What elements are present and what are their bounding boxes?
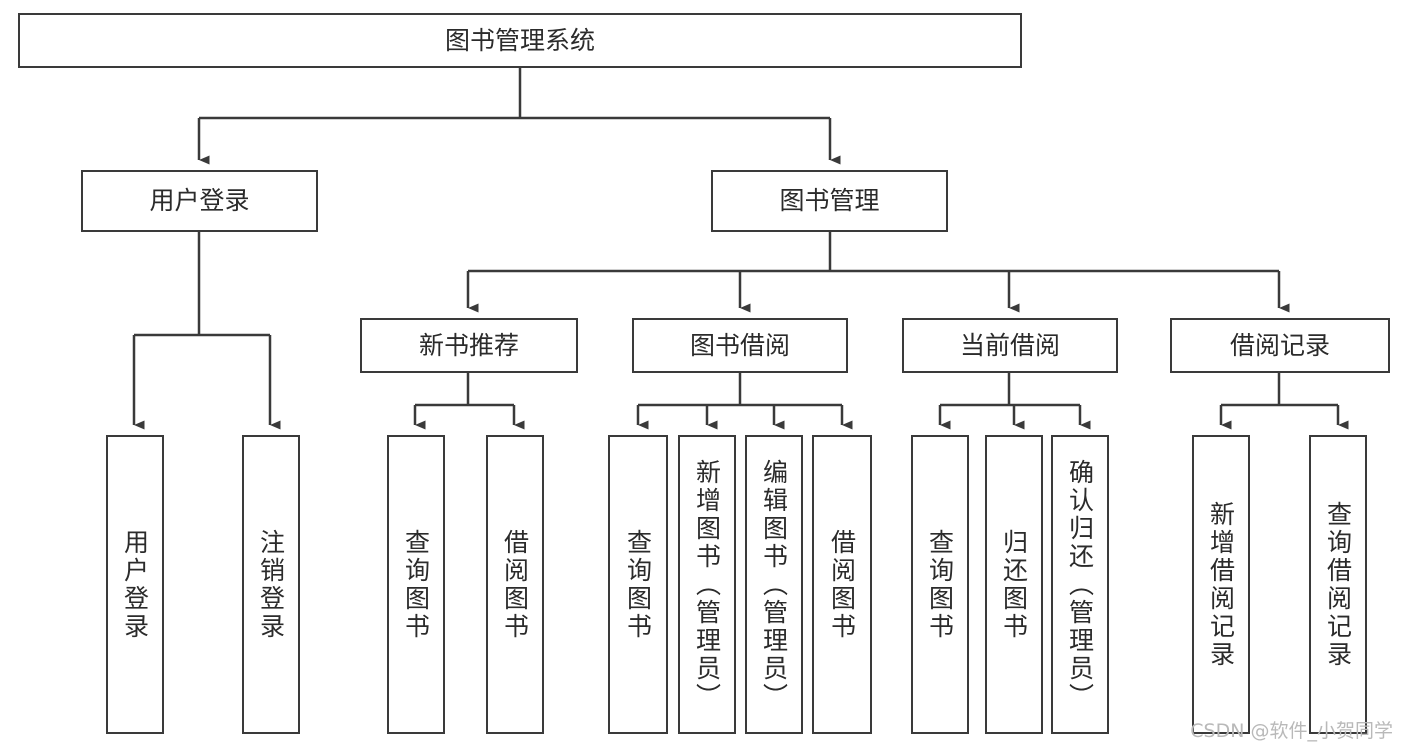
node-book-borrow-label: 图书借阅	[689, 330, 790, 360]
node-root[interactable]: 图书管理系统	[18, 13, 1022, 68]
node-leaf-query-book-borrow-label: 查询图书	[623, 528, 653, 641]
node-leaf-logout[interactable]: 注销登录	[242, 435, 300, 734]
node-borrow-record[interactable]: 借阅记录	[1170, 318, 1390, 373]
node-new-book-recommend[interactable]: 新书推荐	[360, 318, 578, 373]
node-leaf-borrow-book-newbook-label: 借阅图书	[500, 528, 530, 641]
node-leaf-confirm-return-admin[interactable]: 确认归还（管理员）	[1051, 435, 1109, 734]
node-leaf-query-book-borrow[interactable]: 查询图书	[608, 435, 668, 734]
node-leaf-borrow-book-label: 借阅图书	[827, 528, 857, 641]
node-root-label: 图书管理系统	[444, 25, 595, 55]
node-borrow-record-label: 借阅记录	[1229, 330, 1330, 360]
node-book-management-label: 图书管理	[779, 186, 880, 216]
node-leaf-query-book-newbook[interactable]: 查询图书	[387, 435, 445, 734]
node-leaf-confirm-return-admin-label: 确认归还（管理员）	[1065, 458, 1095, 711]
node-leaf-query-book-current-label: 查询图书	[925, 528, 955, 641]
node-leaf-query-borrow-record[interactable]: 查询借阅记录	[1309, 435, 1367, 734]
node-leaf-user-login-label: 用户登录	[120, 528, 150, 641]
node-leaf-edit-book-admin-label: 编辑图书（管理员）	[759, 458, 789, 711]
node-book-management[interactable]: 图书管理	[711, 170, 948, 232]
node-leaf-add-borrow-record[interactable]: 新增借阅记录	[1192, 435, 1250, 734]
node-new-book-recommend-label: 新书推荐	[418, 330, 519, 360]
node-current-borrow[interactable]: 当前借阅	[902, 318, 1118, 373]
node-leaf-borrow-book-newbook[interactable]: 借阅图书	[486, 435, 544, 734]
node-book-borrow[interactable]: 图书借阅	[632, 318, 848, 373]
node-leaf-add-book-admin-label: 新增图书（管理员）	[692, 458, 722, 711]
node-leaf-return-book[interactable]: 归还图书	[985, 435, 1043, 734]
node-leaf-query-book-newbook-label: 查询图书	[401, 528, 431, 641]
node-leaf-add-book-admin[interactable]: 新增图书（管理员）	[678, 435, 736, 734]
node-leaf-edit-book-admin[interactable]: 编辑图书（管理员）	[745, 435, 803, 734]
node-user-login-label: 用户登录	[149, 186, 250, 216]
node-leaf-user-login[interactable]: 用户登录	[106, 435, 164, 734]
node-leaf-logout-label: 注销登录	[256, 528, 286, 641]
node-leaf-add-borrow-record-label: 新增借阅记录	[1206, 500, 1236, 669]
node-leaf-query-book-current[interactable]: 查询图书	[911, 435, 969, 734]
node-leaf-return-book-label: 归还图书	[999, 528, 1029, 641]
node-user-login[interactable]: 用户登录	[81, 170, 318, 232]
node-current-borrow-label: 当前借阅	[959, 330, 1060, 360]
node-leaf-borrow-book[interactable]: 借阅图书	[812, 435, 872, 734]
node-leaf-query-borrow-record-label: 查询借阅记录	[1323, 500, 1353, 669]
